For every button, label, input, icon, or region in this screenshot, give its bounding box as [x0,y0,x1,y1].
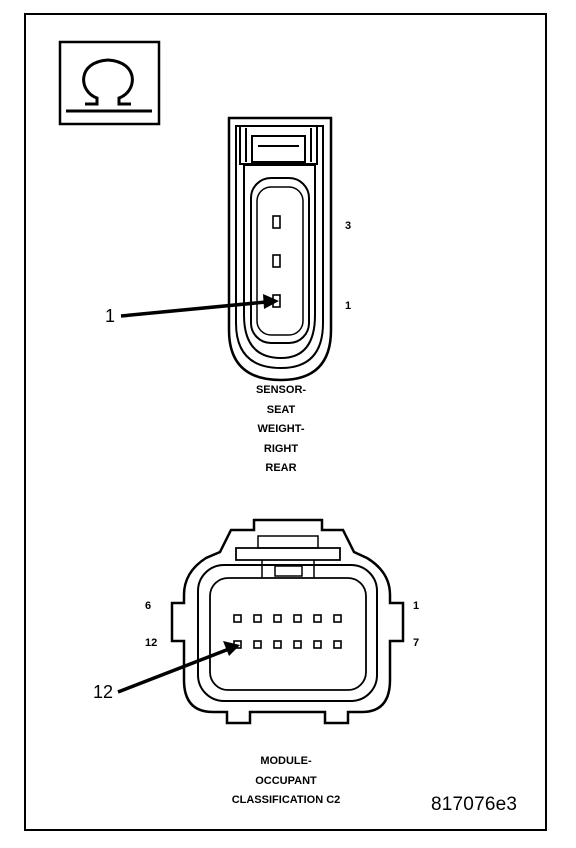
module-caption-line: CLASSIFICATION C2 [231,794,341,806]
sensor-caption-line: REAR [265,462,297,474]
module-callout-number: 12 [93,682,114,702]
diagram-frame [24,13,547,831]
sensor-pin-3 [272,215,281,229]
sensor-pin-label-3: 3 [345,220,352,232]
sensor-caption-line: SENSOR- [255,384,307,396]
figure-id: 817076e3 [431,794,518,815]
module-pin-label-7: 7 [413,637,420,649]
sensor-caption: SENSOR- SEAT WEIGHT- RIGHT REAR [221,381,341,479]
module-pin-label-1: 1 [413,600,420,612]
sensor-caption-line: SEAT [266,403,296,416]
module-caption: MODULE- OCCUPANT CLASSIFICATION C2 [196,752,376,811]
module-caption-line: MODULE- [260,755,312,767]
ohm-symbol-icon [58,40,161,126]
module-pin-label-6: 6 [145,600,152,612]
sensor-callout-number: 1 [105,306,116,326]
sensor-caption-line: WEIGHT- [257,423,305,435]
sensor-pin-label-1: 1 [345,300,352,312]
sensor-pin-2 [272,254,281,268]
sensor-caption-line: RIGHT [263,442,299,455]
module-pin-label-12: 12 [145,637,158,649]
module-caption-line: OCCUPANT [255,774,317,787]
module-pin-grid [233,614,342,649]
sensor-callout-arrow [120,294,279,318]
module-callout-arrow [117,641,240,694]
sensor-connector [227,116,333,382]
module-connector [170,518,405,725]
